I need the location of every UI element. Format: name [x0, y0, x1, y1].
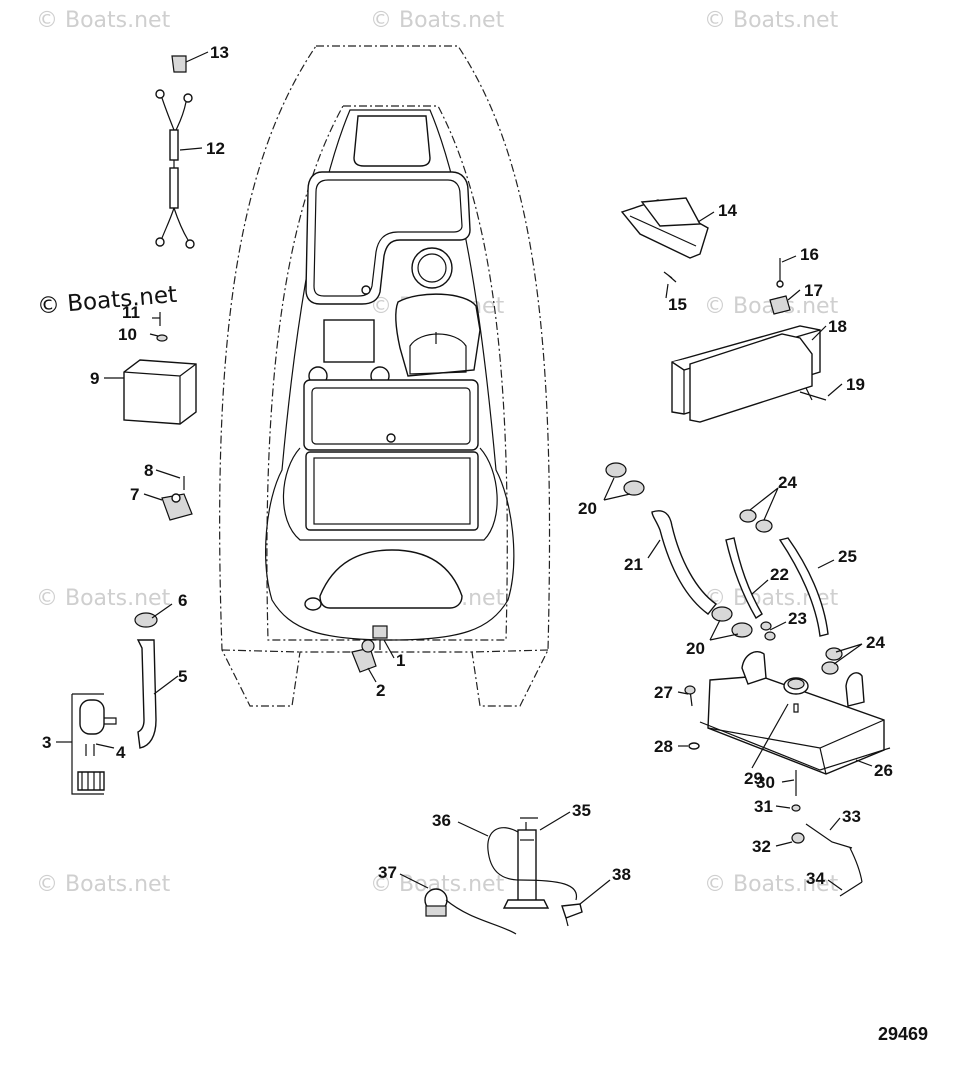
- callout-7: 7: [130, 485, 139, 504]
- boat-hull: [219, 45, 551, 707]
- watermark: © Boats.net: [36, 586, 171, 611]
- callout-18: 18: [828, 317, 847, 336]
- air-pump: [424, 817, 583, 935]
- callout-32: 32: [752, 837, 771, 856]
- callout-14: 14: [718, 201, 737, 220]
- callout-20: 20: [578, 499, 597, 518]
- callout-34: 34: [806, 869, 825, 888]
- callout-2: 2: [376, 681, 385, 700]
- callout-10: 10: [118, 325, 137, 344]
- callout-24b: 24: [866, 633, 885, 652]
- callout-22: 22: [770, 565, 789, 584]
- watermark: © Boats.net: [370, 8, 505, 33]
- callout-9: 9: [90, 369, 99, 388]
- watermark: © Boats.net: [36, 8, 171, 33]
- callout-33: 33: [842, 807, 861, 826]
- callout-27: 27: [654, 683, 673, 702]
- callout-37: 37: [378, 863, 397, 882]
- watermark: © Boats.net: [704, 294, 839, 319]
- wire-harness: [155, 55, 195, 249]
- callout-8: 8: [144, 461, 153, 480]
- callout-35: 35: [572, 801, 591, 820]
- bilge-pump: [71, 612, 158, 795]
- fuel-tank: [684, 650, 891, 897]
- callout-labels: 1 2 3 4 5 6 7 8 9 10 11 12 13 14 15 16 1…: [42, 43, 893, 888]
- watermark: © Boats.net: [36, 872, 171, 897]
- watermark: © Boats.net: [704, 8, 839, 33]
- switch-bracket: [161, 476, 193, 521]
- storage-box-large: [671, 258, 827, 423]
- callout-6: 6: [178, 591, 187, 610]
- callout-38: 38: [612, 865, 631, 884]
- leader-lines: [56, 51, 873, 905]
- callout-21: 21: [624, 555, 643, 574]
- callout-16: 16: [800, 245, 819, 264]
- callout-13: 13: [210, 43, 229, 62]
- callout-29: 29: [744, 769, 763, 788]
- callout-3: 3: [42, 733, 51, 752]
- watermark: © Boats.net: [704, 872, 839, 897]
- callout-36: 36: [432, 811, 451, 830]
- callout-26: 26: [874, 761, 893, 780]
- callout-4: 4: [116, 743, 126, 762]
- callout-23: 23: [788, 609, 807, 628]
- callout-12: 12: [206, 139, 225, 158]
- battery-box: [123, 312, 197, 425]
- drain-plug: [351, 639, 377, 673]
- callout-30: 30: [756, 773, 775, 792]
- callout-5: 5: [178, 667, 187, 686]
- callout-15: 15: [668, 295, 687, 314]
- figure-number: 29469: [878, 1024, 929, 1044]
- callout-31: 31: [754, 797, 773, 816]
- storage-box-small: [620, 197, 709, 283]
- callout-1: 1: [396, 651, 405, 670]
- callout-28: 28: [654, 737, 673, 756]
- callout-11: 11: [122, 303, 140, 322]
- callout-20b: 20: [686, 639, 705, 658]
- callout-24: 24: [778, 473, 797, 492]
- callout-19: 19: [846, 375, 865, 394]
- callout-25: 25: [838, 547, 857, 566]
- callout-17: 17: [804, 281, 823, 300]
